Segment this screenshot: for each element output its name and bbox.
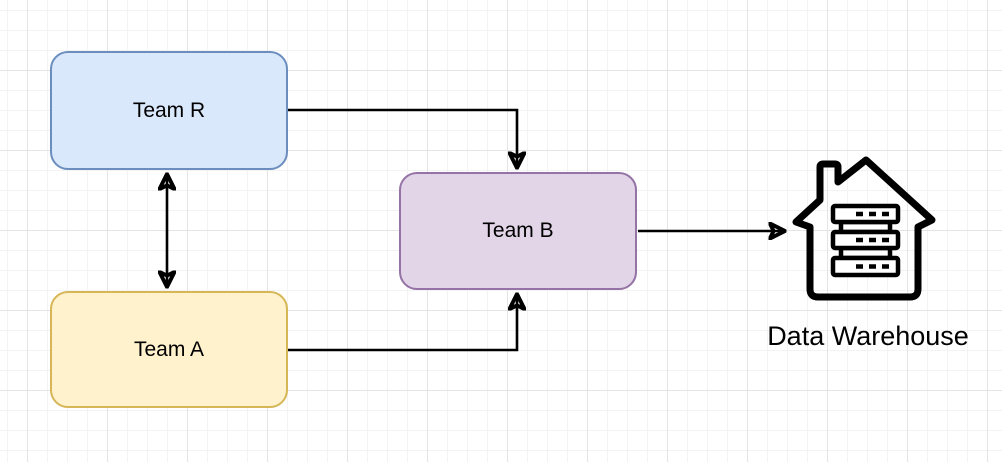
node-team-r-label: Team R [132,98,206,122]
house-with-server-stack-icon [792,156,936,301]
node-data-warehouse[interactable]: Data Warehouse [753,150,983,360]
node-team-a[interactable]: Team A [50,291,288,408]
house-outline [792,156,936,301]
server-unit [830,229,901,251]
node-data-warehouse-label: Data Warehouse [767,321,969,351]
server-unit [830,255,901,278]
edge-team-a-team-b[interactable] [288,294,517,352]
node-team-b-label: Team B [482,219,554,242]
edge-team-r-team-b[interactable] [288,108,517,168]
node-team-a-label: Team A [133,337,205,361]
node-team-b[interactable]: Team B [399,172,637,290]
node-team-r[interactable]: Team R [50,51,288,170]
server-unit [830,203,901,225]
